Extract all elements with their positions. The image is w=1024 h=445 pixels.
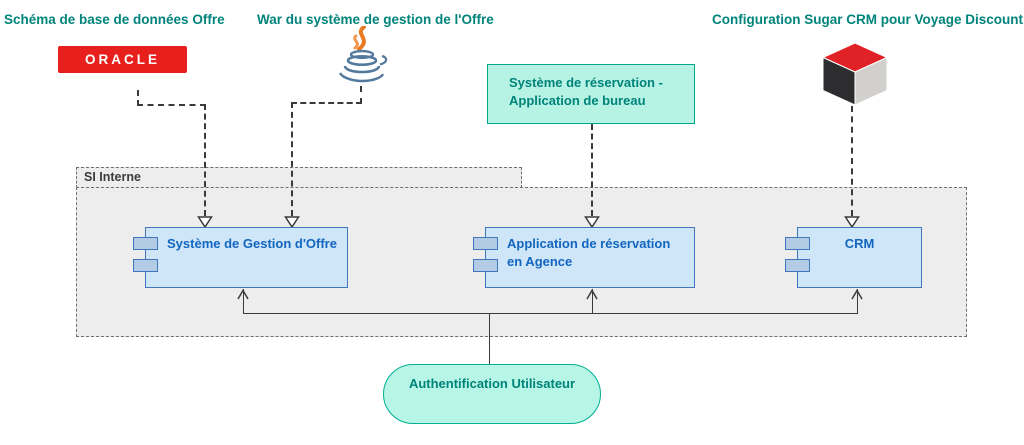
component-port-icon <box>785 237 810 250</box>
hollow-arrowhead-down-icon <box>284 215 300 229</box>
sugarcrm-cube-icon[interactable] <box>821 42 889 111</box>
oracle-logo[interactable]: ORACLE <box>58 46 187 73</box>
open-arrowhead-up-icon <box>585 287 599 300</box>
oracle-wordmark: ORACLE <box>85 52 160 67</box>
node-reservation-desktop[interactable]: Système de réservation - Application de … <box>487 64 695 124</box>
package-si-interne-tab[interactable] <box>76 167 522 188</box>
oracle-dashed-line-v1 <box>137 90 139 106</box>
auth-connector-stub-right <box>857 289 858 314</box>
component-port-icon <box>473 237 498 250</box>
component-port-icon <box>785 259 810 272</box>
package-si-interne-label: SI Interne <box>84 170 141 184</box>
reservation-dashed-line <box>591 124 593 216</box>
hollow-arrowhead-down-icon <box>844 215 860 229</box>
component-port-icon <box>133 259 158 272</box>
component-label: Système de Gestion d'Offre <box>167 236 337 251</box>
auth-connector-horizontal <box>243 313 858 314</box>
oracle-dashed-line-h <box>137 104 206 106</box>
oracle-dashed-line-v2 <box>204 104 206 216</box>
cube-dashed-line <box>851 106 853 216</box>
component-port-icon <box>133 237 158 250</box>
auth-connector-vertical <box>489 314 490 365</box>
component-port-icon <box>473 259 498 272</box>
component-offer-management[interactable]: Système de Gestion d'Offre <box>133 227 348 288</box>
open-arrowhead-up-icon <box>236 287 250 300</box>
hollow-arrowhead-down-icon <box>584 215 600 229</box>
auth-connector-stub-left <box>243 289 244 314</box>
java-dashed-line-v2 <box>291 102 293 216</box>
java-dashed-line-h <box>291 102 362 104</box>
java-dashed-line-v1 <box>360 86 362 104</box>
annotation-offer-db-schema[interactable]: Schéma de base de données Offre <box>4 12 225 27</box>
hollow-arrowhead-down-icon <box>197 215 213 229</box>
component-agency-reservation[interactable]: Application de réservation en Agence <box>473 227 695 288</box>
open-arrowhead-up-icon <box>850 287 864 300</box>
java-logo-icon[interactable] <box>326 25 396 95</box>
annotation-sugarcrm-config[interactable]: Configuration Sugar CRM pour Voyage Disc… <box>712 12 1024 27</box>
component-crm[interactable]: CRM <box>785 227 922 288</box>
annotation-war-offer-mgmt[interactable]: War du système de gestion de l'Offre <box>257 12 494 27</box>
usecase-user-authentication[interactable]: Authentification Utilisateur <box>383 364 601 424</box>
component-label: CRM <box>844 236 875 251</box>
auth-connector-stub-middle <box>592 289 593 314</box>
component-label: Application de réservation en Agence <box>507 236 671 270</box>
